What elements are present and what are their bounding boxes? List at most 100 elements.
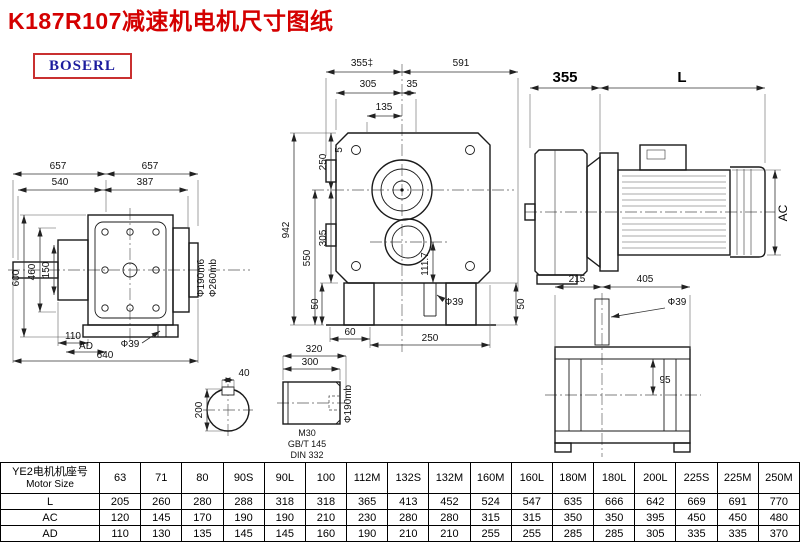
dim-50-left: 50 [310, 298, 321, 310]
cell-AC-90S: 190 [222, 509, 265, 526]
dim-110: 110 [65, 331, 81, 342]
dim-AD: AD [79, 341, 93, 352]
cell-AC-132S: 280 [387, 509, 430, 526]
col-header-112M: 112M [346, 462, 389, 494]
col-header-80: 80 [181, 462, 224, 494]
dim-600: 600 [11, 269, 22, 286]
dim-355-front: 355‡ [351, 58, 373, 69]
cell-L-63: 205 [98, 493, 142, 510]
front-view: 355‡ 591 305 35 135 942 550 250 5 305 11… [281, 58, 527, 352]
dim-95: 95 [659, 375, 671, 386]
cell-L-132M: 452 [428, 493, 471, 510]
motor-side-view: 355 L AC 215 405 Ф39 95 [524, 69, 790, 457]
col-header-90L: 90L [263, 462, 306, 494]
cell-AD-132S: 210 [387, 525, 430, 542]
front-view-bores [351, 145, 475, 271]
cell-AD-90L: 145 [263, 525, 306, 542]
cell-AD-180M: 285 [551, 525, 595, 542]
cell-AD-225S: 335 [675, 525, 718, 542]
cell-AC-132M: 280 [428, 509, 471, 526]
dim-40: 40 [238, 368, 250, 379]
col-header-160M: 160M [469, 462, 512, 494]
cell-AC-160L: 315 [510, 509, 553, 526]
motor-size-header-en: Motor Size [26, 478, 74, 490]
dim-305-top: 305 [360, 79, 377, 90]
dim-5: 5 [334, 147, 345, 153]
shaft-side-detail [282, 381, 341, 425]
dim-135: 135 [376, 102, 393, 113]
col-header-160L: 160L [510, 462, 553, 494]
dim-35: 35 [406, 79, 418, 90]
logo-text: BOSERL [49, 58, 116, 74]
dim-111-7: 111.7 [420, 252, 431, 276]
cell-AD-112M: 190 [346, 525, 389, 542]
cell-AD-71: 130 [140, 525, 183, 542]
dim-355-motor: 355 [552, 69, 577, 86]
cell-AD-180L: 285 [593, 525, 636, 542]
col-header-90S: 90S [222, 462, 265, 494]
cell-AD-160L: 255 [510, 525, 553, 542]
cell-AC-63: 120 [98, 509, 142, 526]
left-view-dimensions: 657 657 540 387 600 460 150 110 AD 640 Ф… [11, 161, 219, 364]
flange-bottom-view [554, 298, 691, 453]
dim-phi39-left-view: Ф39 [121, 339, 140, 350]
cell-AC-112M: 230 [346, 509, 389, 526]
cell-L-112M: 365 [346, 493, 389, 510]
cell-AC-90L: 190 [263, 509, 306, 526]
dim-405: 405 [637, 274, 654, 285]
row-label-AC: AC [0, 509, 100, 526]
cell-L-160L: 547 [510, 493, 553, 510]
cell-L-225S: 669 [675, 493, 718, 510]
cell-L-100: 318 [304, 493, 348, 510]
page-title: K187R107减速机电机尺寸图纸 [8, 8, 334, 34]
dim-320: 320 [306, 344, 323, 355]
cell-L-180M: 635 [551, 493, 595, 510]
cell-L-200L: 642 [634, 493, 677, 510]
dim-657-right: 657 [142, 161, 159, 172]
col-header-180L: 180L [593, 462, 636, 494]
cell-L-225M: 691 [716, 493, 759, 510]
motor-view-dimensions: 355 L AC 215 405 Ф39 95 [529, 69, 790, 395]
dim-200: 200 [194, 401, 205, 418]
row-label-AD: AD [0, 525, 100, 542]
cell-AC-160M: 315 [469, 509, 512, 526]
dim-250-left: 250 [318, 153, 329, 170]
dim-215: 215 [569, 274, 586, 285]
motor-size-header-cn: YE2电机机座号 [12, 465, 88, 478]
cell-AC-180M: 350 [551, 509, 595, 526]
cell-AC-225M: 450 [716, 509, 759, 526]
dim-AC: AC [776, 204, 790, 221]
col-header-250M: 250M [757, 462, 800, 494]
cell-L-180L: 666 [593, 493, 636, 510]
cell-AD-250M: 370 [757, 525, 800, 542]
dim-phi39-motor: Ф39 [668, 297, 687, 308]
dim-phi260mb: Ф260mb [208, 258, 219, 297]
dim-640: 640 [97, 350, 114, 361]
motor-size-header: YE2电机机座号 Motor Size [0, 462, 100, 494]
gearbox-silhouette [524, 149, 619, 285]
boserl-logo: BOSERL [33, 53, 132, 79]
cell-AD-90S: 145 [222, 525, 265, 542]
cell-AD-200L: 305 [634, 525, 677, 542]
dim-657-left: 657 [50, 161, 67, 172]
col-header-132S: 132S [387, 462, 430, 494]
cell-AD-225M: 335 [716, 525, 759, 542]
dim-460: 460 [27, 263, 38, 280]
left-view-centerlines [8, 208, 250, 342]
cell-L-90L: 318 [263, 493, 306, 510]
label-din332: DIN 332 [290, 450, 323, 460]
left-side-view: 657 657 540 387 600 460 150 110 AD 640 Ф… [8, 161, 250, 364]
cell-AC-80: 170 [181, 509, 224, 526]
dim-phi190m6: Ф190m6 [196, 258, 207, 297]
dim-150: 150 [41, 261, 52, 278]
dim-540: 540 [52, 177, 69, 188]
dim-942: 942 [281, 221, 292, 238]
col-header-100: 100 [304, 462, 348, 494]
